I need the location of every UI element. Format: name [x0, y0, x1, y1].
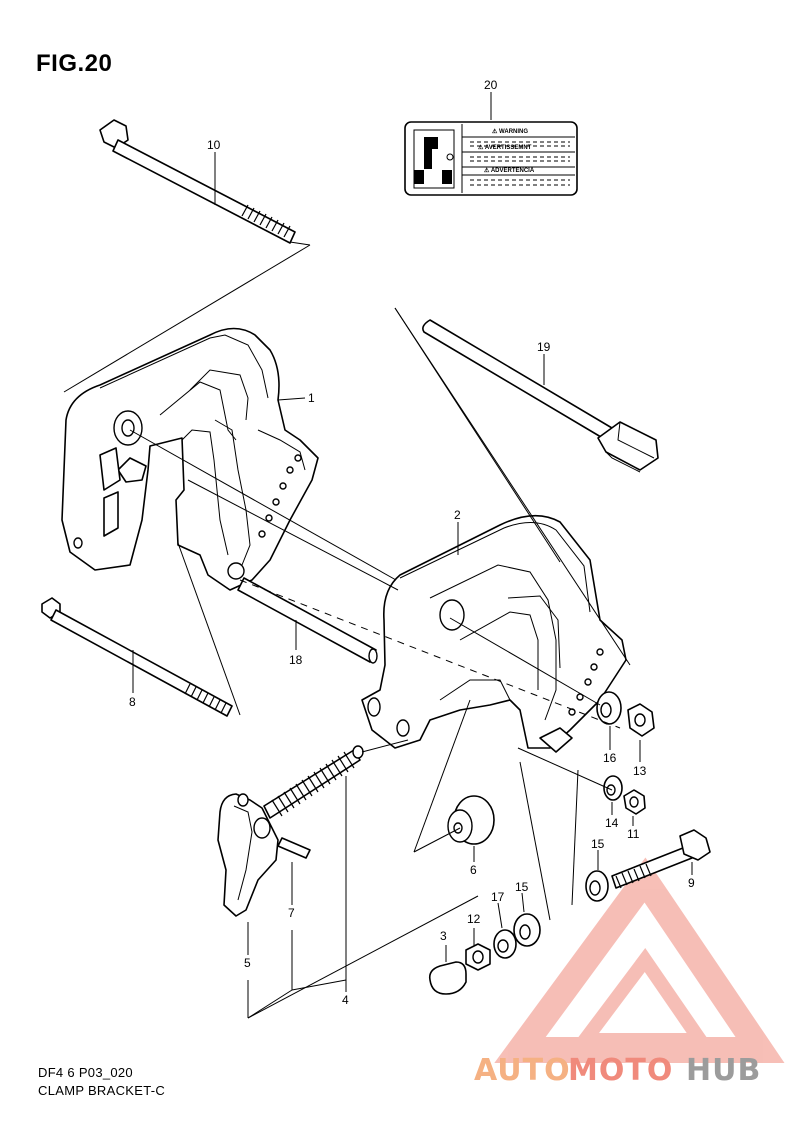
- callout-18: 18: [289, 653, 303, 667]
- pin-part-7[interactable]: [277, 837, 311, 859]
- watermark-hub: HUB: [686, 1053, 761, 1088]
- washer-part-15-right[interactable]: [585, 870, 609, 902]
- washer-part-14[interactable]: [603, 775, 623, 801]
- callout-15-right: 15: [591, 837, 605, 851]
- callout-numbers: 10 20 1 19 2 18 8 4 5 7 6 16 13 14 11 9 …: [129, 78, 695, 1007]
- watermark-text: AUTO MOTO HUB: [474, 1053, 761, 1088]
- callout-8: 8: [129, 695, 136, 709]
- callout-20: 20: [484, 78, 498, 92]
- washer-part-16[interactable]: [596, 691, 622, 725]
- washer-part-15-bottom[interactable]: [513, 913, 541, 947]
- label-warning-fr: ⚠ AVERTISSEMNT: [478, 144, 532, 151]
- callout-1: 1: [308, 391, 315, 405]
- nut-part-11[interactable]: [623, 789, 646, 815]
- callout-6: 6: [470, 863, 477, 877]
- watermark-auto: AUTO: [474, 1053, 571, 1088]
- nut-part-13[interactable]: [627, 703, 655, 737]
- watermark-logo: [494, 857, 785, 1063]
- callout-leaders: [132, 92, 693, 992]
- assembly-lines: [63, 241, 631, 1019]
- callout-17: 17: [491, 890, 505, 904]
- nut-part-12[interactable]: [465, 943, 491, 971]
- bolt-part-9[interactable]: [611, 829, 711, 889]
- warning-label-part-20[interactable]: ⚠ WARNING ⚠ AVERTISSEMNT ⚠ ADVERTENCIA: [404, 121, 578, 196]
- figure-title: FIG.20: [36, 50, 113, 77]
- cap-part-6[interactable]: [447, 795, 495, 845]
- clamp-bracket-part-2[interactable]: [361, 514, 627, 753]
- label-warning-en: ⚠ WARNING: [492, 128, 528, 135]
- watermark-moto: MOTO: [568, 1053, 673, 1088]
- label-warning-es: ⚠ ADVERTENCIA: [484, 167, 535, 174]
- callout-14: 14: [605, 816, 619, 830]
- tube-part-18[interactable]: [237, 577, 378, 664]
- callout-3: 3: [440, 929, 447, 943]
- spring-rod-part-4[interactable]: [263, 745, 364, 819]
- cap-nut-part-3[interactable]: [428, 961, 467, 995]
- callout-4: 4: [342, 993, 349, 1007]
- figure-name: CLAMP BRACKET-C: [38, 1083, 166, 1098]
- callout-10: 10: [207, 138, 221, 152]
- washer-part-17[interactable]: [493, 929, 517, 959]
- callout-16: 16: [603, 751, 617, 765]
- callout-5: 5: [244, 956, 251, 970]
- callout-7: 7: [288, 906, 295, 920]
- bolt-part-10[interactable]: [99, 119, 296, 244]
- callout-15-bottom: 15: [515, 880, 529, 894]
- rod-part-19[interactable]: [422, 319, 659, 473]
- bolt-part-8[interactable]: [41, 597, 233, 717]
- callout-11: 11: [627, 827, 640, 841]
- callout-12: 12: [467, 912, 481, 926]
- callout-13: 13: [633, 764, 647, 778]
- callout-19: 19: [537, 340, 551, 354]
- callout-9: 9: [688, 876, 695, 890]
- figure-code: DF4 6 P03_020: [38, 1065, 133, 1080]
- clamp-bracket-part-1[interactable]: [61, 327, 319, 591]
- tilt-lever-part-5[interactable]: [217, 793, 279, 917]
- callout-2: 2: [454, 508, 461, 522]
